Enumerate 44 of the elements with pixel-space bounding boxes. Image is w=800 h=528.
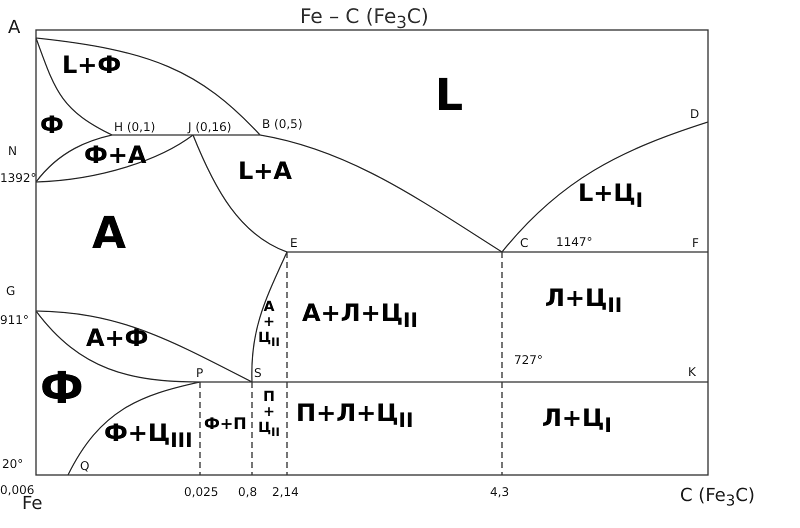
phase-region-label: Л+Ц$_{II}$ — [545, 285, 622, 316]
point-letter: F — [692, 237, 699, 250]
phase-region-label: Ф — [40, 365, 84, 414]
point-letter: K — [688, 366, 696, 380]
point-letter: A — [8, 18, 20, 38]
phase-region-label: Ф+А — [84, 142, 146, 168]
phase-region-label: А — [92, 210, 126, 258]
phase-region-label: Л+Ц$_{I}$ — [542, 405, 612, 436]
axis-tick-label: 2,14 — [272, 486, 299, 500]
diagram-title: Fe – C (Fe$_{3}$C) — [300, 4, 429, 32]
phase-region-label: L+Ц$_{I}$ — [578, 180, 644, 211]
point-label: J (0,16) — [188, 121, 232, 134]
point-letter: Q — [80, 460, 90, 474]
phase-region-label: А+Л+Ц$_{II}$ — [302, 300, 418, 331]
point-letter: E — [290, 237, 298, 250]
point-letter: P — [196, 367, 204, 380]
point-letter: G — [6, 285, 16, 298]
temperature-label: 1147° — [556, 236, 593, 250]
phase-region-label: L — [435, 72, 464, 120]
point-letter: S — [254, 367, 262, 380]
phase-region-label: Ф+Ц$_{III}$ — [104, 420, 193, 451]
point-label: B (0,5) — [262, 118, 302, 132]
point-letter: D — [690, 108, 700, 122]
axis-tick-label: 0,025 — [184, 486, 218, 500]
phase-region-label: Ф+П — [204, 415, 247, 433]
axis-tick-label: 0,006 — [0, 484, 34, 497]
phase-region-label: Ф — [40, 112, 64, 138]
phase-region-label: L+А — [238, 158, 292, 184]
phase-region-label: П + Ц$_{II}$ — [257, 390, 281, 438]
phase-region-label: А + Ц$_{II}$ — [257, 300, 281, 348]
temperature-label: 911° — [0, 314, 29, 328]
temperature-label: 1392° — [0, 172, 37, 186]
temperature-label: 20° — [2, 458, 24, 472]
point-letter: N — [8, 145, 17, 158]
axis-label: Fe — [22, 494, 42, 514]
phase-region-label: А+Ф — [86, 325, 148, 352]
axis-tick-label: 4,3 — [490, 486, 510, 500]
axis-label: C (Fe$_{3}$C) — [680, 486, 755, 510]
point-letter: C — [520, 237, 528, 250]
temperature-label: 727° — [514, 354, 543, 368]
phase-region-label: L+Ф — [62, 52, 122, 78]
phase-region-label: П+Л+Ц$_{II}$ — [296, 400, 414, 431]
axis-tick-label: 0,8 — [238, 486, 258, 500]
point-label: H (0,1) — [114, 121, 156, 134]
